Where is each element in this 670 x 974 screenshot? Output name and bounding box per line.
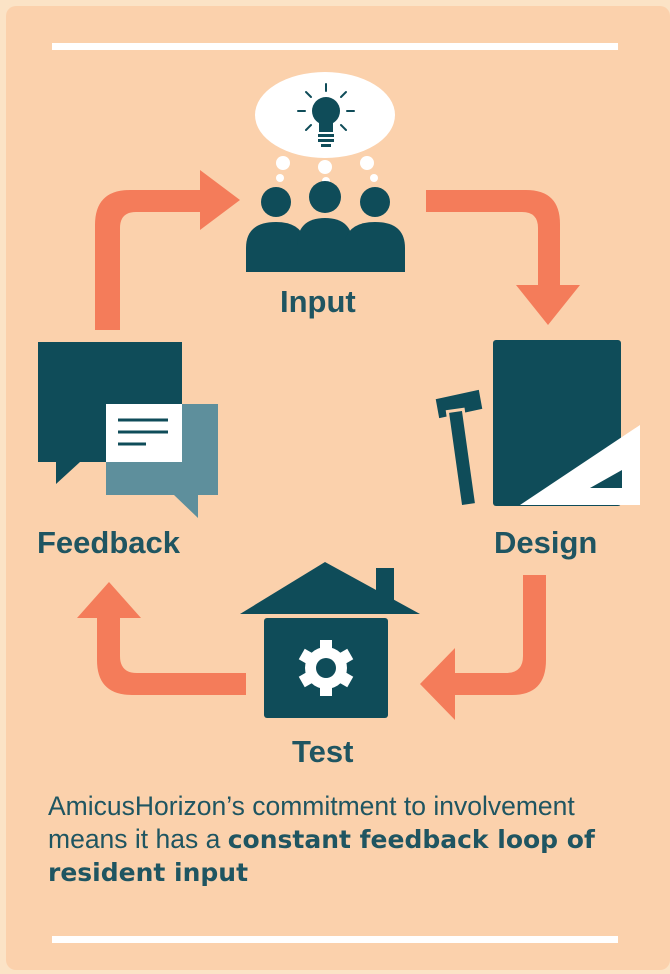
caption-plain-text: AmicusHorizon’s commitment to involvemen… [48,791,575,854]
node-label-input: Input [280,284,356,319]
node-label-test: Test [292,734,354,769]
node-label-design: Design [494,525,598,560]
people-with-idea-bubble-icon [246,72,405,272]
lightbulb-icon [297,83,355,147]
drawing-board-hammer-set-square-icon [432,340,640,509]
arrow-feedback-to-input [95,170,240,330]
top-divider [52,43,618,50]
arrow-input-to-design [426,190,580,325]
caption-bold-text: constant feedback loop of resident input [48,825,595,887]
caption: AmicusHorizon’s commitment to involvemen… [48,790,658,889]
gear-icon [298,640,354,696]
house-with-gear-icon [240,562,420,718]
bottom-divider [52,936,618,943]
node-label-feedback: Feedback [37,525,181,560]
arrow-design-to-test [420,575,546,720]
chat-bubbles-icon [38,342,218,518]
arrow-test-to-feedback [77,582,246,695]
